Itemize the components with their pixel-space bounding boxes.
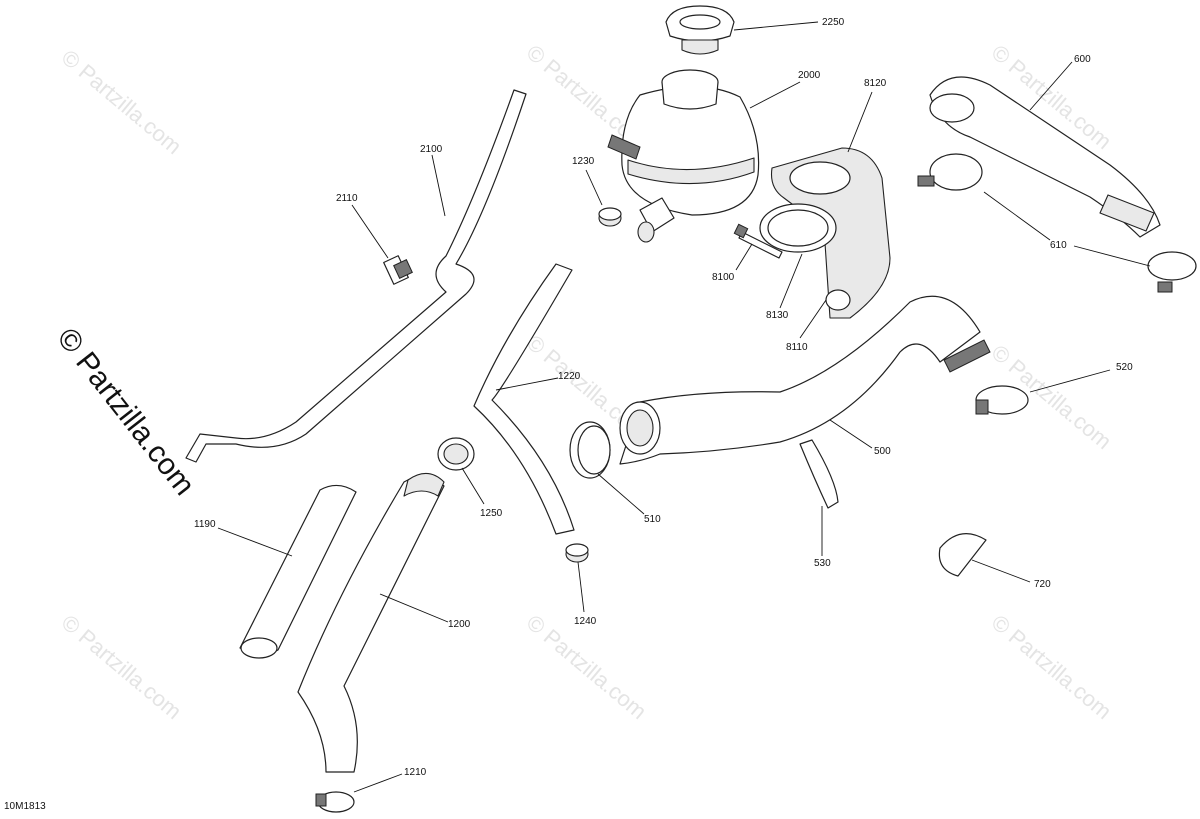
lower-coolant-hose-part[interactable]: [297, 472, 445, 773]
callout-label[interactable]: 720: [1034, 579, 1051, 590]
small-clamp-part[interactable]: [565, 543, 589, 563]
watermark: © Partzilla.com: [57, 45, 187, 159]
gasket-ring-part[interactable]: [759, 203, 837, 253]
watermark: © Partzilla.com: [987, 610, 1117, 724]
callout-label[interactable]: 8110: [786, 342, 808, 353]
callout-label[interactable]: 1220: [558, 371, 581, 382]
small-clamp-part[interactable]: [598, 207, 622, 227]
side-watermark: © Partzilla.com: [50, 322, 200, 502]
hose-clamp-part[interactable]: [315, 791, 355, 813]
callout-label[interactable]: 1200: [448, 619, 471, 630]
vent-hose-part[interactable]: [185, 89, 527, 463]
hose-support-bracket-part[interactable]: [799, 439, 839, 509]
callout-label[interactable]: 1250: [480, 508, 503, 519]
callout-label[interactable]: 530: [814, 558, 831, 569]
callout-label[interactable]: 1210: [404, 767, 427, 778]
callout-label[interactable]: 1190: [194, 519, 216, 530]
callout-label[interactable]: 610: [1050, 240, 1067, 251]
callout-label[interactable]: 1240: [574, 616, 597, 627]
hose-clamp-part[interactable]: [1147, 251, 1197, 293]
small-clamp-part[interactable]: [437, 437, 475, 471]
bypass-hose-part[interactable]: [473, 263, 575, 535]
bolt-part[interactable]: [733, 223, 783, 259]
callout-label[interactable]: 600: [1074, 54, 1091, 65]
pressure-cap-part[interactable]: [665, 5, 735, 55]
callout-label[interactable]: 8100: [712, 272, 735, 283]
hose-clamp-part[interactable]: [917, 153, 983, 191]
hose-clamp-part[interactable]: [975, 385, 1029, 415]
callout-label[interactable]: 510: [644, 514, 661, 525]
callout-label[interactable]: 520: [1116, 362, 1133, 373]
watermark: © Partzilla.com: [57, 610, 187, 724]
hose-clamp-part[interactable]: [569, 421, 611, 479]
callout-label[interactable]: 2250: [822, 17, 845, 28]
main-coolant-hose-part[interactable]: [619, 295, 991, 465]
coolant-reservoir-part[interactable]: [607, 69, 760, 243]
callout-label[interactable]: 2000: [798, 70, 821, 81]
upper-radiator-hose-part[interactable]: [929, 76, 1161, 238]
callout-label[interactable]: 8130: [766, 310, 789, 321]
leader-lines: [217, 21, 1151, 793]
drawing-code: 10M1813: [4, 801, 46, 812]
coolant-pipe-part[interactable]: [239, 484, 357, 659]
callout-label[interactable]: 2110: [336, 193, 358, 204]
hose-clamp-part[interactable]: [938, 533, 987, 577]
callout-label[interactable]: 500: [874, 446, 891, 457]
callout-label[interactable]: 8120: [864, 78, 887, 89]
sensor-connector-part[interactable]: [383, 255, 413, 285]
callout-label[interactable]: 2100: [420, 144, 443, 155]
callout-labels: 2250 2000 8120 600 2100 1230 2110 610 81…: [194, 17, 1133, 778]
callout-label[interactable]: 1230: [572, 156, 595, 167]
